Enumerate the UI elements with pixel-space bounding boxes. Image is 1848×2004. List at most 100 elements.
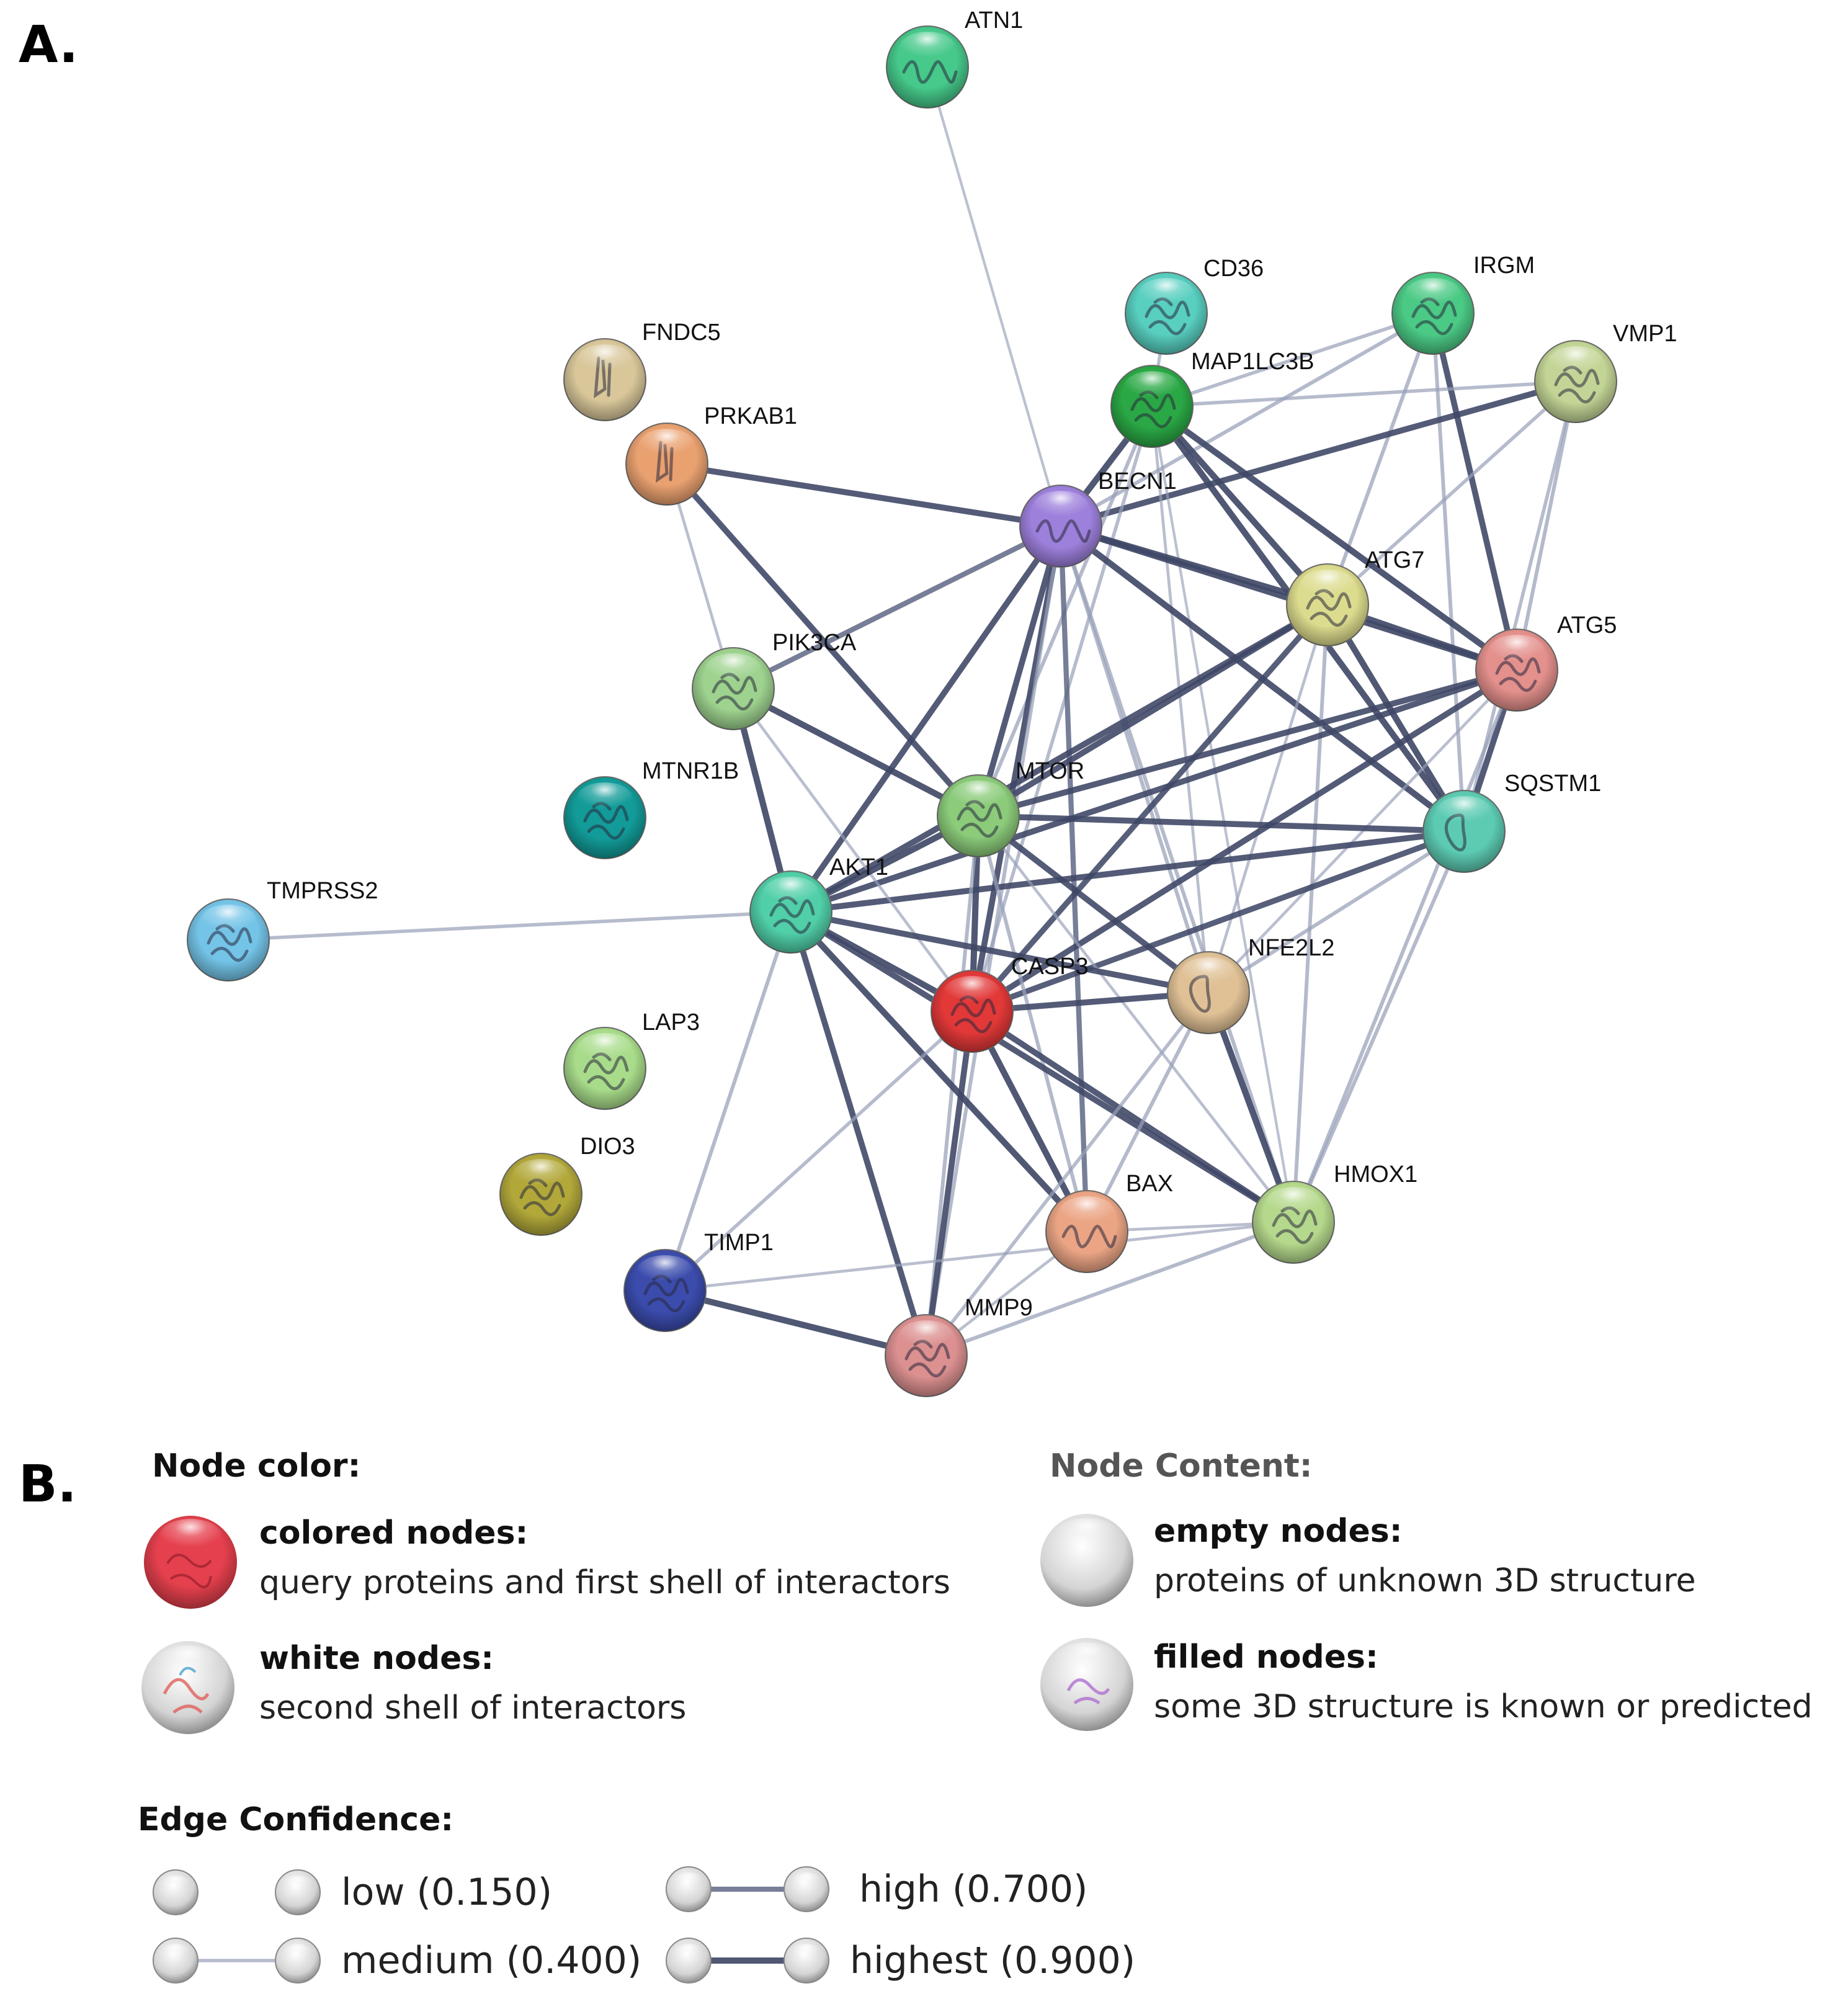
edge-confidence-item-1: medium (0.400): [153, 1938, 641, 1984]
node-atn1[interactable]: [886, 25, 969, 109]
node-hmox1[interactable]: [1252, 1181, 1335, 1264]
node-label-fndc5: FNDC5: [642, 320, 721, 346]
edge-timp1-mmp9: [661, 1287, 930, 1359]
edge-casp3-mmp9: [923, 1008, 975, 1359]
edge-confidence-item-0: low (0.150): [153, 1869, 552, 1915]
edge-nfe2l2-bax: [1085, 991, 1210, 1233]
node-mtnr1b[interactable]: [563, 776, 646, 859]
panel-a-label: A.: [19, 16, 78, 74]
node-atg5[interactable]: [1475, 628, 1558, 712]
node-cd36[interactable]: [1125, 272, 1208, 355]
edge-becn1-akt1: [788, 523, 1064, 915]
edge-irgm-becn1: [1059, 311, 1435, 528]
edge-irgm-sqstm1: [1431, 311, 1466, 833]
panel-b-label: B.: [19, 1455, 77, 1514]
node-label-mmp9: MMP9: [965, 1295, 1033, 1321]
edge-irgm-atg7: [1326, 311, 1435, 607]
node-label-timp1: TIMP1: [704, 1230, 774, 1256]
legend-colored-node-swatch: [144, 1516, 237, 1609]
edge-mtor-bax: [976, 814, 1089, 1233]
legend-edge-confidence-heading: Edge Confidence:: [138, 1801, 453, 1838]
edge-atg5-nfe2l2: [1207, 668, 1519, 995]
node-label-akt1: AKT1: [829, 854, 888, 880]
edge-atg5-hmox1: [1292, 668, 1519, 1224]
edge-prkab1-becn1: [664, 461, 1064, 529]
legend-node-color-heading: Node color:: [152, 1447, 360, 1485]
edge-nfe2l2-mmp9: [924, 991, 1210, 1358]
edge-atg7-akt1: [788, 602, 1331, 915]
node-sqstm1[interactable]: [1422, 790, 1506, 873]
edge-akt1-bax: [787, 908, 1091, 1235]
edge-pik3ca-casp3: [731, 687, 974, 1013]
edge-vmp1-atg5: [1515, 380, 1578, 672]
node-map1lc3b[interactable]: [1110, 365, 1194, 448]
node-becn1[interactable]: [1019, 485, 1102, 568]
node-bax[interactable]: [1045, 1190, 1128, 1273]
node-atg7[interactable]: [1286, 563, 1369, 646]
node-akt1[interactable]: [749, 870, 832, 954]
node-irgm[interactable]: [1391, 272, 1475, 355]
legend-node-color: Node color: colored nodes: query protein…: [141, 1447, 950, 1734]
node-label-mtnr1b: MTNR1B: [642, 758, 739, 784]
edge-confidence-label-0: low (0.150): [341, 1871, 552, 1914]
node-becn1-structure: [1035, 519, 1091, 543]
legend-white-title: white nodes:: [259, 1640, 494, 1677]
edge-pik3ca-mtor: [730, 685, 982, 820]
node-label-irgm: IRGM: [1473, 253, 1535, 279]
edge-akt1-mmp9: [788, 909, 929, 1359]
legend-empty-desc: proteins of unknown 3D structure: [1154, 1562, 1696, 1599]
edge-becn1-pik3ca: [730, 523, 1064, 692]
legend-filled-desc: some 3D structure is known or predicted: [1154, 1688, 1813, 1725]
edge-map1lc3b-atg5: [1148, 403, 1520, 674]
edge-akt1-nfe2l2: [788, 909, 1212, 996]
edge-confidence-item-3: highest (0.900): [666, 1938, 1135, 1984]
node-label-lap3: LAP3: [642, 1009, 700, 1036]
edge-map1lc3b-hmox1: [1150, 405, 1295, 1224]
edge-confidence-label-3: highest (0.900): [850, 1939, 1135, 1982]
edge-vmp1-map1lc3b: [1150, 380, 1578, 408]
edge-atg7-nfe2l2: [1207, 603, 1329, 995]
edge-becn1-mmp9: [924, 524, 1063, 1358]
edge-atg7-casp3: [969, 602, 1331, 1014]
node-label-map1lc3b: MAP1LC3B: [1191, 349, 1315, 375]
node-fndc5[interactable]: [563, 338, 646, 421]
node-nfe2l2[interactable]: [1167, 951, 1250, 1034]
legend-edge-confidence: Edge Confidence: low (0.150) medium (0.40…: [138, 1801, 1135, 1984]
edge-map1lc3b-atg7: [1148, 403, 1331, 609]
node-mtor[interactable]: [937, 774, 1020, 857]
legend-filled-node-swatch: [1040, 1638, 1133, 1731]
edge-atg7-hmox1: [1292, 603, 1329, 1224]
edge-sqstm1-casp3: [969, 828, 1467, 1014]
node-lap3[interactable]: [563, 1027, 646, 1110]
node-bax-structure: [1061, 1225, 1117, 1248]
edge-akt1-timp1: [663, 910, 793, 1292]
node-vmp1[interactable]: [1534, 340, 1617, 423]
node-mmp9[interactable]: [885, 1314, 968, 1397]
edge-casp3-hmox1: [969, 1008, 1297, 1225]
node-prkab1[interactable]: [625, 423, 708, 506]
edge-atn1-becn1: [926, 65, 1063, 528]
node-label-atg5: ATG5: [1557, 612, 1617, 638]
edge-irgm-map1lc3b: [1150, 311, 1435, 408]
node-label-casp3: CASP3: [1011, 954, 1089, 980]
edge-becn1-mtor: [975, 523, 1064, 819]
edge-hmox1-timp1: [663, 1220, 1295, 1292]
edge-sqstm1-nfe2l2: [1207, 830, 1466, 995]
edge-hmox1-mmp9: [924, 1220, 1295, 1358]
node-tmprss2[interactable]: [187, 898, 270, 982]
edge-atg7-sqstm1: [1324, 601, 1468, 835]
edge-map1lc3b-nfe2l2: [1150, 405, 1210, 995]
node-casp3[interactable]: [931, 970, 1014, 1053]
node-label-atn1: ATN1: [965, 7, 1023, 34]
node-timp1[interactable]: [623, 1249, 707, 1332]
node-label-sqstm1: SQSTM1: [1504, 771, 1601, 797]
node-dio3[interactable]: [499, 1153, 583, 1236]
edge-vmp1-becn1: [1058, 378, 1579, 529]
node-pik3ca[interactable]: [692, 647, 775, 730]
edge-confidence-items: low (0.150)medium (0.400)high (0.700)hig…: [153, 1866, 1135, 1984]
edge-atg5-mtor: [975, 667, 1520, 819]
node-label-dio3: DIO3: [580, 1134, 635, 1160]
legend-colored-desc: query proteins and first shell of intera…: [259, 1564, 950, 1601]
